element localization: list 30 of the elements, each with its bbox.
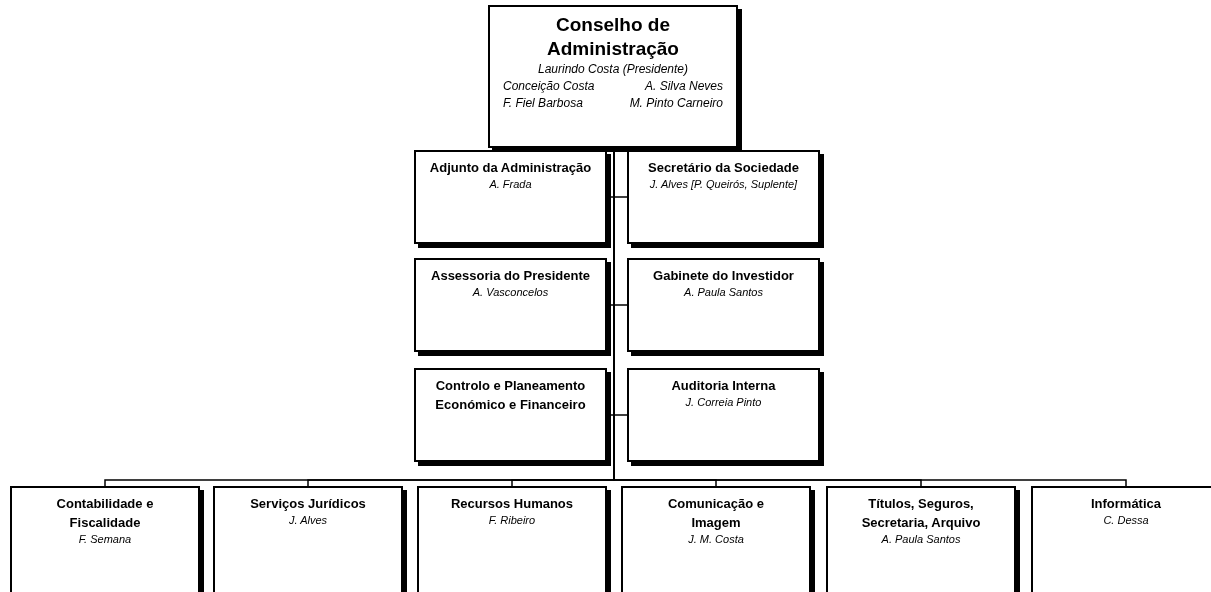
- department-title: Recursos Humanos: [450, 495, 574, 513]
- department-title: Títulos, Seguros, Secretaria, Arquivo: [860, 495, 982, 532]
- department-title: Secretário da Sociedade: [648, 159, 799, 177]
- department-title: Serviços Jurídicos: [250, 495, 366, 513]
- department-title: Informática: [1090, 495, 1162, 513]
- department-box: [1031, 486, 1211, 592]
- member-name: A. Silva Neves: [644, 78, 723, 95]
- department-title: Controlo e Planeamento Económico e Financeiro: [434, 377, 587, 414]
- department-title: Comunicação e Imagem: [666, 495, 766, 532]
- department-title: Gabinete do Investidor: [653, 267, 794, 285]
- person-name: A. Vasconcelos: [472, 285, 549, 300]
- member-name: F. Fiel Barbosa: [503, 95, 583, 112]
- person-name: J. Alves: [288, 513, 328, 528]
- department-title: Auditoria Interna: [671, 377, 776, 395]
- person-name: F. Ribeiro: [488, 513, 536, 528]
- department-title: Contabilidade e Fiscalidade: [55, 495, 155, 532]
- person-name: J. Alves [P. Queirós, Suplente]: [649, 177, 798, 192]
- department-title: Adjunto da Administração: [429, 159, 592, 177]
- person-name: F. Semana: [78, 532, 132, 547]
- person-name: J. Correia Pinto: [685, 395, 762, 410]
- member-name: M. Pinto Carneiro: [629, 95, 723, 112]
- person-name: C. Dessa: [1103, 513, 1149, 528]
- department-title: Assessoria do Presidente: [431, 267, 590, 285]
- member-name: Conceição Costa: [503, 78, 595, 95]
- person-name: J. M. Costa: [688, 532, 744, 547]
- person-name: A. Frada: [489, 177, 532, 192]
- person-name: A. Paula Santos: [881, 532, 961, 547]
- person-name: A. Paula Santos: [684, 285, 763, 300]
- member-name: Laurindo Costa (Presidente): [537, 61, 689, 78]
- board-title: Conselho de Administração: [546, 13, 680, 61]
